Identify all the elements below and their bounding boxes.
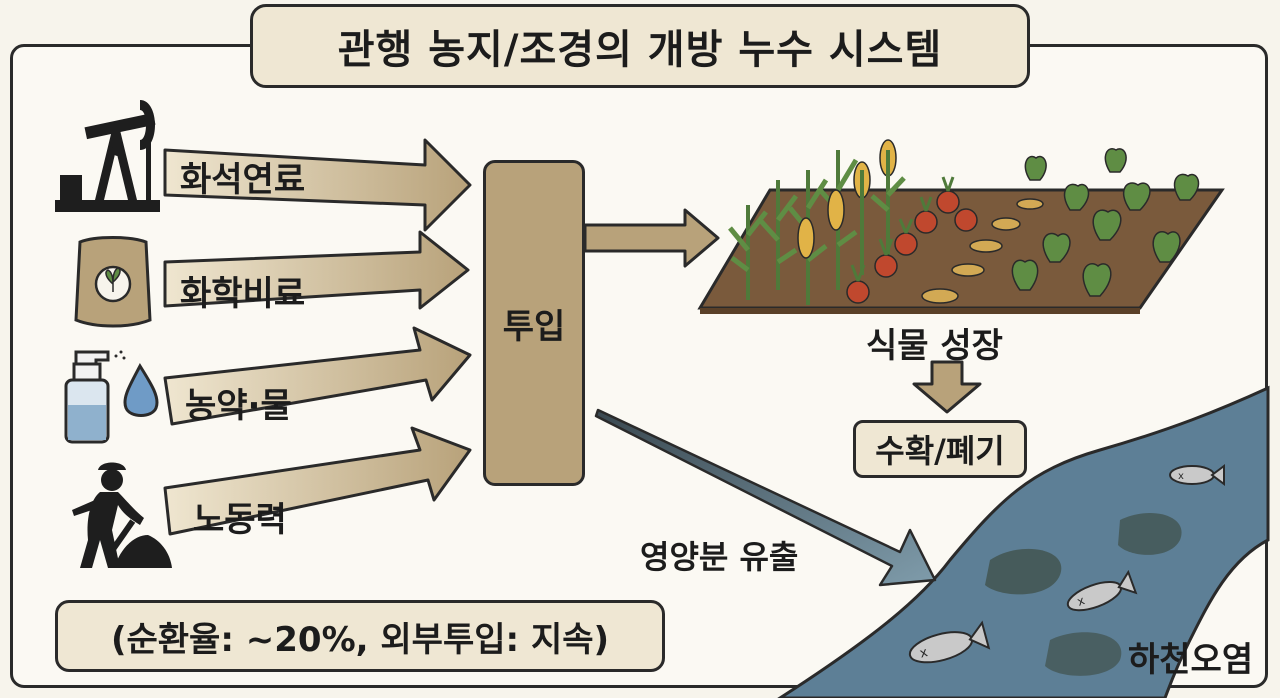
- arrow-to-growth: [583, 208, 720, 268]
- input-label-fertilizer: 화학비료: [180, 274, 306, 314]
- input-label-labor: 노동력: [193, 500, 287, 540]
- fish-icon: x: [1169, 464, 1225, 486]
- arrow-labor: [163, 426, 472, 536]
- field-soil-edge: [700, 308, 1140, 314]
- svg-text:x: x: [1075, 593, 1086, 609]
- spray-bottle-water-drop-icon: [64, 350, 159, 444]
- fish-icon: x: [908, 620, 991, 664]
- arrow-fertilizer: [163, 230, 470, 310]
- river-pollution-label: 하천오염: [1128, 640, 1254, 680]
- arrow-pesticide-water: [163, 326, 472, 426]
- river-pollution-patch: [1118, 512, 1182, 555]
- fish-icon: x: [1066, 569, 1138, 612]
- input-label-pesticide-water: 농약·물: [185, 386, 292, 426]
- corn-plants: [728, 139, 906, 305]
- arrow-to-harvest: [912, 360, 982, 414]
- runoff-label: 영양분 유출: [640, 538, 799, 576]
- cycle-note: (순환율: ~20%, 외부투입: 지속): [55, 600, 665, 672]
- arrow-nutrient-runoff: [594, 408, 937, 587]
- beet-plants: [846, 176, 978, 304]
- harvest-box: 수확/폐기: [853, 420, 1027, 478]
- river: [777, 385, 1270, 698]
- page-title: 관행 농지/조경의 개방 누수 시스템: [250, 4, 1030, 88]
- arrow-fossil-fuel: [163, 138, 472, 232]
- input-box: 투입: [483, 160, 585, 486]
- oil-pump-icon: [55, 100, 160, 212]
- svg-text:x: x: [1178, 471, 1184, 482]
- river-pollution-patch: [985, 548, 1062, 595]
- compost-mounds: [921, 198, 1044, 304]
- worker-shovel-icon: [72, 462, 172, 568]
- input-label-fossil-fuel: 화석연료: [180, 160, 306, 200]
- river-pollution-patch: [1045, 632, 1122, 676]
- leafy-plants: [1011, 148, 1200, 297]
- growth-label: 식물 성장: [866, 326, 1003, 366]
- svg-text:x: x: [918, 645, 930, 662]
- fertilizer-bag-icon: [74, 236, 152, 328]
